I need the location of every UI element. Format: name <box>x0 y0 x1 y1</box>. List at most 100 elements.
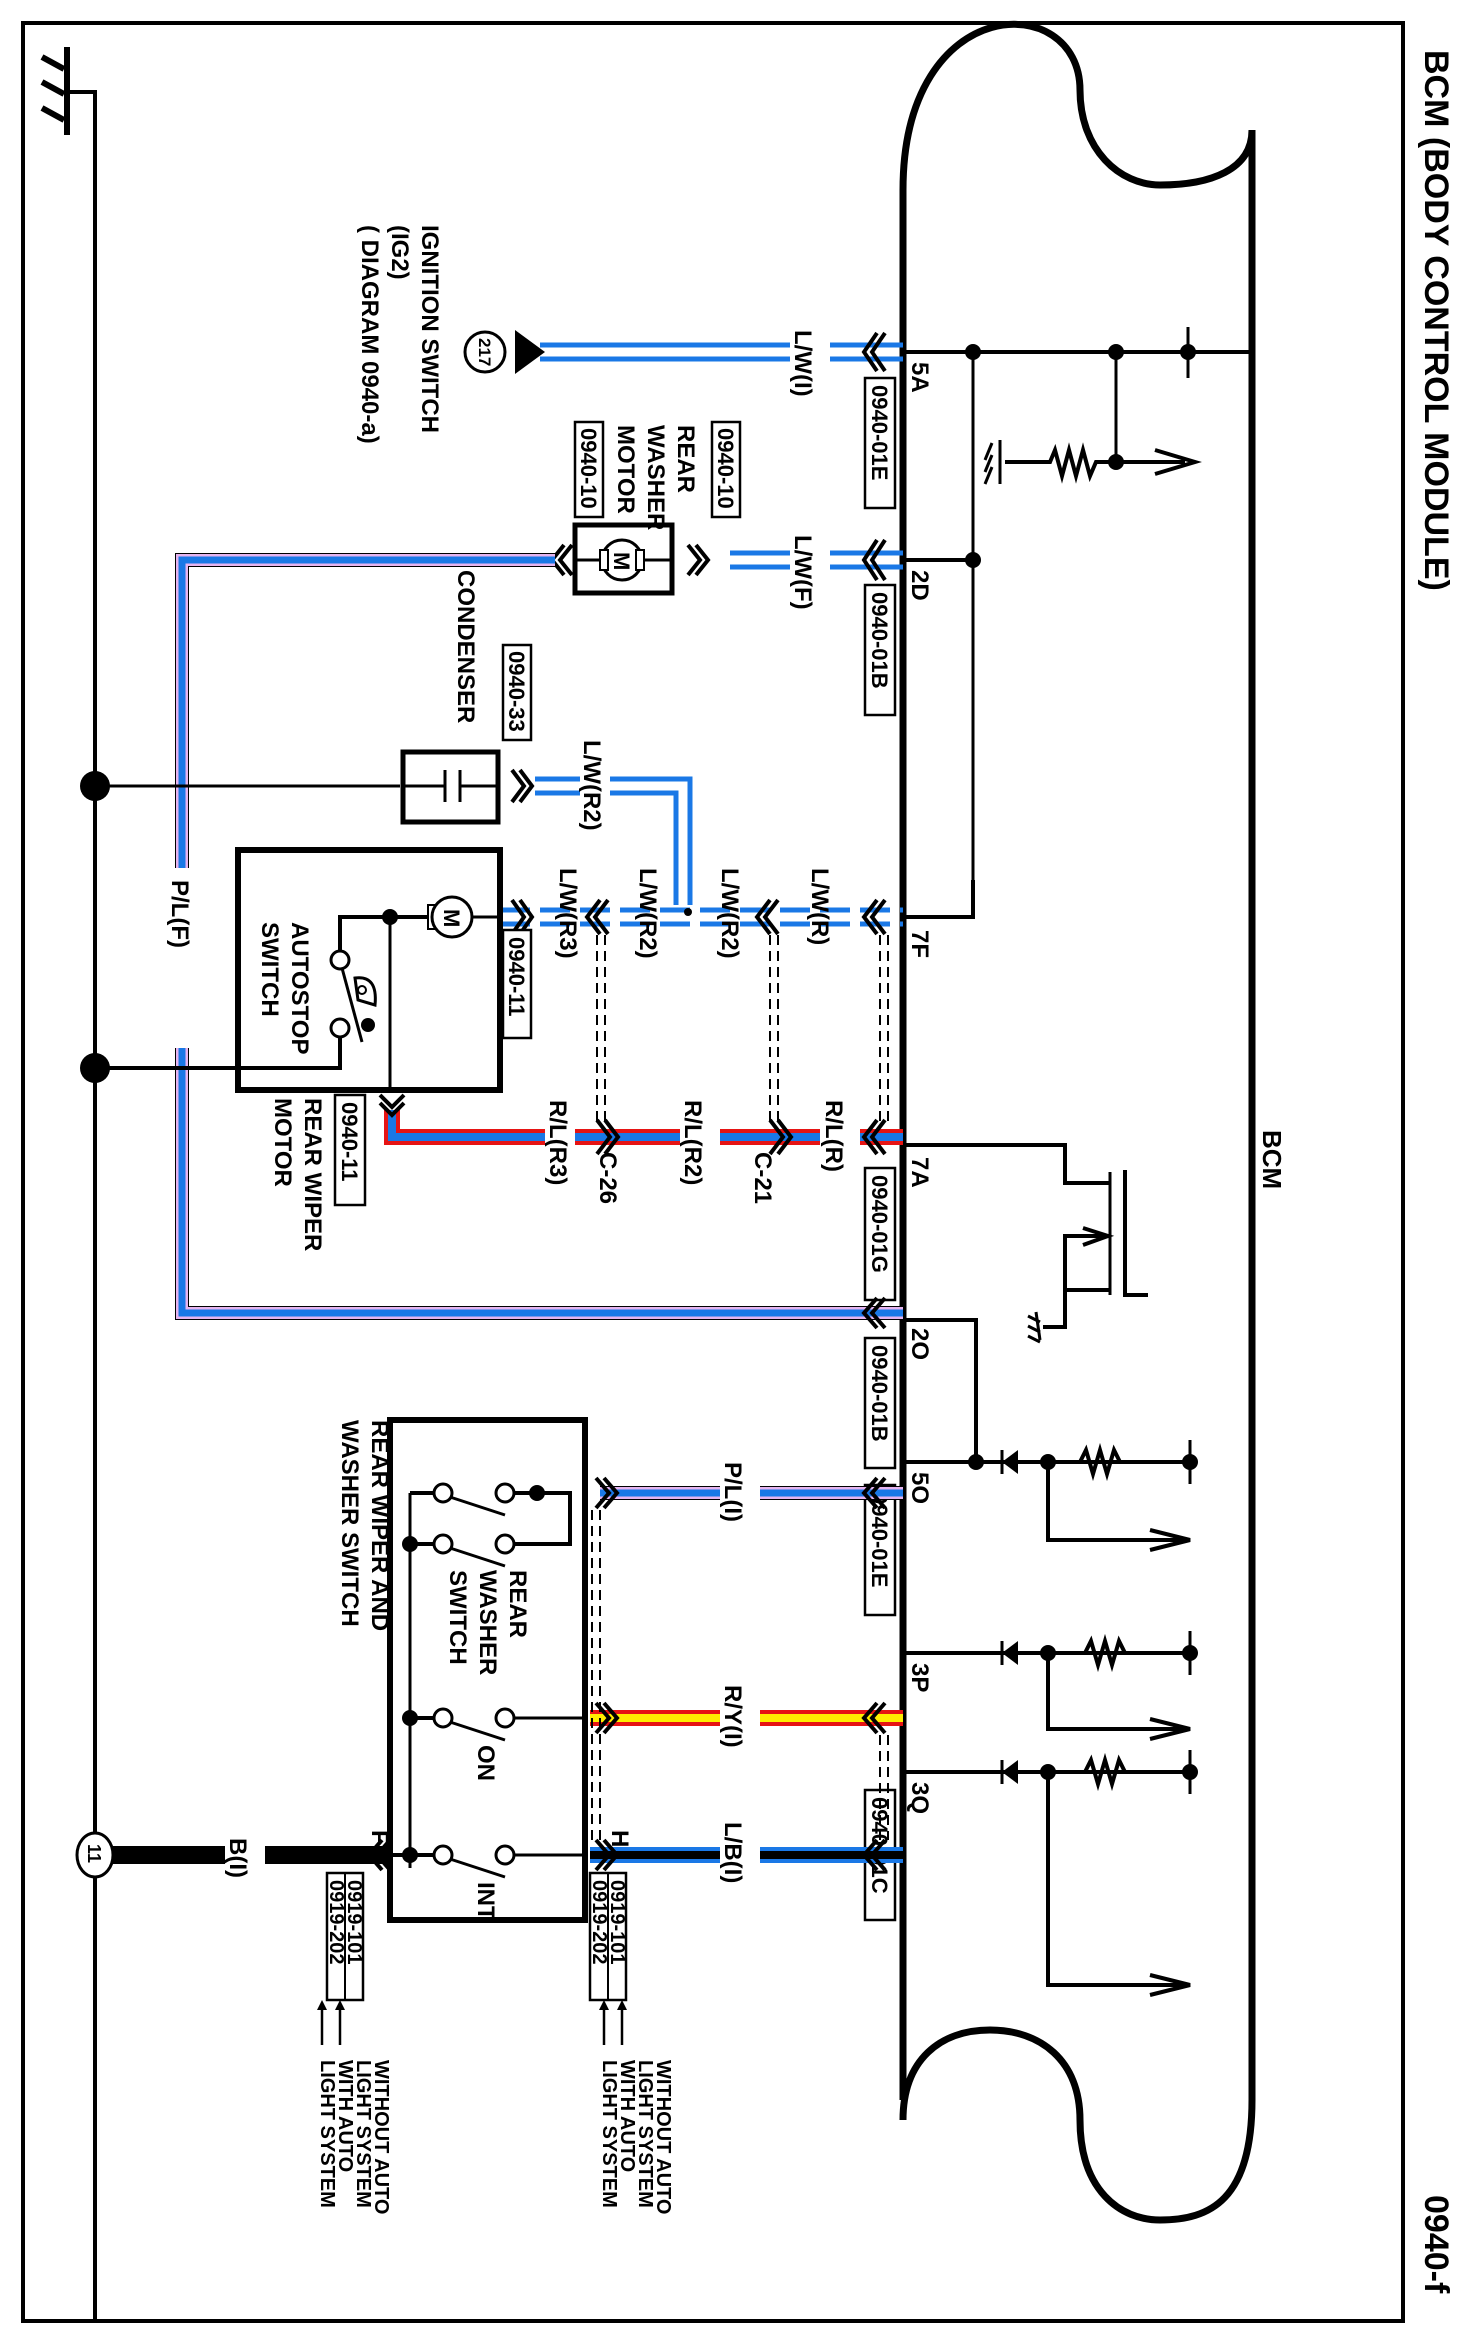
wire-label: L/W(R) <box>806 868 833 945</box>
ref-right-bot: 0919-202 <box>588 1880 610 1965</box>
bcm-input-5o <box>903 1440 1198 1552</box>
ref-stack-left: 0919-101 0919-202 WITHOUT AUTO LIGHT SYS… <box>316 1871 392 2214</box>
wire-lw-r2-cond[interactable]: L/W(R2) <box>535 740 693 905</box>
svg-text:LIGHT SYSTEM: LIGHT SYSTEM <box>598 2060 620 2208</box>
ignition-label: IGNITION SWITCH <box>416 225 443 433</box>
wire-label: B(I) <box>224 1838 251 1878</box>
ignition-sub: (IG2) <box>386 225 413 280</box>
shield-lines <box>596 935 889 1125</box>
ref-box <box>863 583 897 717</box>
wire-label: R/Y(I) <box>719 1685 746 1748</box>
switch-int-label: INT <box>472 1882 499 1921</box>
wire-label: L/B(I) <box>719 1822 746 1883</box>
wire-b-i[interactable]: B(I) <box>110 1838 392 1878</box>
ground-icon <box>40 47 70 135</box>
wire-pl-i[interactable]: P/L(I) <box>594 1462 903 1522</box>
ground-icon <box>983 440 1002 485</box>
connector-arrow-icon <box>515 330 545 374</box>
bcm-internal-5a <box>903 327 1255 900</box>
switch-label: REAR WIPER AND <box>366 1420 393 1631</box>
wiper-motor-label: MOTOR <box>269 1098 296 1187</box>
svg-text:WITHOUT AUTO: WITHOUT AUTO <box>652 2060 674 2214</box>
condenser[interactable] <box>95 749 535 825</box>
bcm-outline <box>899 20 1256 2224</box>
bcm-input-3q <box>903 1750 1198 1997</box>
wire-label: L/W(R2) <box>578 740 605 831</box>
washer-ref-a: 0940-10 <box>713 428 738 509</box>
svg-text:WITH AUTO: WITH AUTO <box>334 2060 356 2172</box>
condenser-ref: 0940-33 <box>504 651 529 732</box>
ref-5a: 0940-01E <box>867 385 892 480</box>
ref-2o: 0940-01B <box>867 1345 892 1442</box>
ref-left-top: 0919-101 <box>343 1880 365 1965</box>
pin-5o: 5O <box>906 1472 933 1504</box>
switch-pin-h: H <box>606 1830 633 1847</box>
pin-7f: 7F <box>906 930 933 958</box>
ref-7a: 0940-01G <box>867 1175 892 1273</box>
connector-c21: C-21 <box>749 1152 776 1204</box>
page-border <box>21 21 1405 2323</box>
ignition-ref-number: 217 <box>475 338 494 366</box>
switch-on-label: ON <box>472 1745 499 1781</box>
autostop-ref: 0940-11 <box>504 937 529 1017</box>
wire-label: L/W(R3) <box>554 868 581 959</box>
ground-ref-number: 11 <box>84 1844 104 1863</box>
pin-2d: 2D <box>906 570 933 601</box>
washer-motor-label: WASHER <box>642 425 669 530</box>
switch-sub-label: SWITCH <box>444 1570 471 1665</box>
ref-left-bot: 0919-202 <box>325 1880 347 1965</box>
ref-box <box>863 376 897 510</box>
bcm-input-3p <box>903 1631 1198 1741</box>
ref-2d: 0940-01B <box>867 592 892 689</box>
bcm-label: BCM <box>1257 1130 1287 1189</box>
svg-text:LIGHT SYSTEM: LIGHT SYSTEM <box>316 2060 338 2208</box>
svg-text:WITH AUTO: WITH AUTO <box>616 2060 638 2172</box>
wire-lb-i[interactable]: L/B(I) <box>590 1822 903 1883</box>
svg-text:LIGHT SYSTEM: LIGHT SYSTEM <box>634 2060 656 2208</box>
wiper-motor-ref: 0940-11 <box>337 1102 362 1182</box>
diagram-code: 0940-f <box>1417 2195 1455 2294</box>
wire-label: R/L(R) <box>820 1100 847 1172</box>
washer-motor-label: MOTOR <box>612 425 639 514</box>
pin-5a: 5A <box>906 362 933 393</box>
rear-wiper-washer-switch[interactable]: REAR WASHER SWITCH ON INT <box>387 1417 588 1923</box>
switch-label: WASHER SWITCH <box>336 1420 363 1627</box>
page-title: BCM (BODY CONTROL MODULE) <box>1417 50 1455 591</box>
autostop-label: AUTOSTOP <box>286 922 313 1054</box>
wire-ry-i[interactable]: R/Y(I) <box>590 1685 903 1748</box>
ref-box <box>863 1166 897 1302</box>
wire-lw-i[interactable]: L/W(I) <box>540 330 903 397</box>
condenser-label: CONDENSER <box>452 570 479 723</box>
svg-text:LIGHT SYSTEM: LIGHT SYSTEM <box>352 2060 374 2208</box>
pin-3p: 3P <box>906 1663 933 1692</box>
motor-icon: M <box>609 552 634 570</box>
wire-pl-f[interactable]: P/L(F) <box>166 553 903 1330</box>
ref-box <box>710 420 742 519</box>
ref-box <box>333 1093 367 1207</box>
pin-3q: 3Q <box>906 1782 933 1814</box>
pin-2o: 2O <box>906 1328 933 1360</box>
autostop-switch[interactable]: M AUTOSTOP SWITCH <box>95 847 503 1093</box>
ref-box <box>501 928 533 1040</box>
connector-c26: C-26 <box>594 1152 621 1204</box>
wiper-motor-label: REAR WIPER <box>299 1098 326 1251</box>
wire-lw-chain[interactable]: L/W(R) L/W(R2) L/W(R2) L/W(R3) <box>500 868 903 959</box>
wire-label: P/L(I) <box>719 1462 746 1522</box>
bcm-internal-2o <box>903 1318 978 1462</box>
ground-ref-circle[interactable] <box>75 1831 115 1879</box>
wire-label: R/L(R3) <box>544 1100 571 1185</box>
switch-pin-f: F <box>366 1830 393 1845</box>
wire-label: L/W(R2) <box>716 868 743 959</box>
autostop-label: SWITCH <box>256 922 283 1017</box>
transistor-icon <box>903 1143 1148 1344</box>
wire-rl-chain[interactable]: R/L(R) R/L(R2) R/L(R3) C-21 C-26 <box>378 1093 903 1204</box>
wire-label: L/W(F) <box>789 535 816 610</box>
wire-lw-f[interactable]: L/W(F) <box>730 535 903 610</box>
ignition-ref-circle[interactable] <box>463 330 507 374</box>
ref-5o: 0940-01E <box>867 1492 892 1587</box>
ref-stack-right: 0919-101 0919-202 WITHOUT AUTO LIGHT SYS… <box>588 1871 674 2214</box>
ignition-diagram: ( DIAGRAM 0940-a) <box>356 225 383 444</box>
ref-box <box>573 420 605 519</box>
rear-washer-motor[interactable]: M <box>549 522 711 596</box>
